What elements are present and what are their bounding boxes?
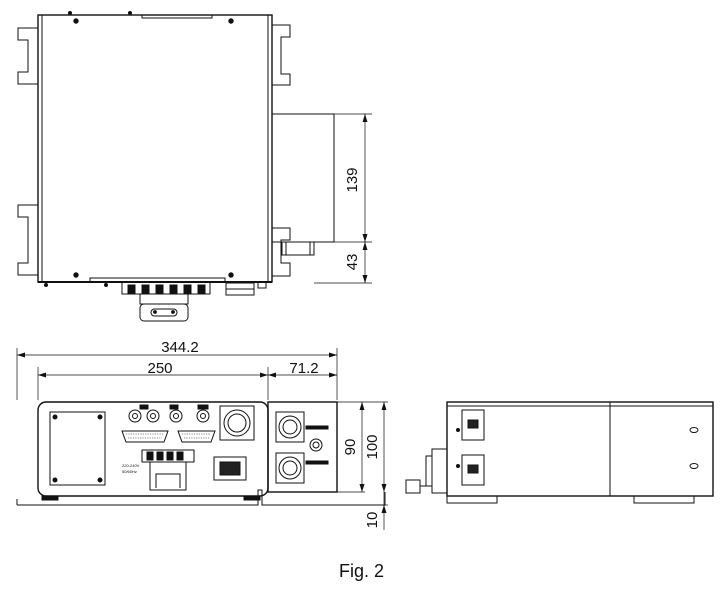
side-unit-connector: [281, 241, 315, 256]
front-view: 344.2 250 71.2: [16, 339, 388, 530]
dsub-connector-left: [121, 430, 169, 443]
cover-plate: [49, 411, 106, 486]
terminal: [183, 284, 192, 294]
screw: [52, 477, 58, 483]
main-front-panel: [37, 401, 269, 497]
screw: [104, 283, 108, 287]
terminal: [197, 284, 206, 294]
side-body: [446, 401, 714, 497]
freq-label: 50/60Hz: [122, 469, 137, 474]
dimension-139-label: 139: [344, 167, 361, 192]
dimension-arrows: [362, 114, 368, 283]
dimension-100-label: 100: [364, 434, 381, 459]
side-connector-small: [405, 479, 421, 494]
mount-bracket-right-top: [272, 24, 291, 86]
side-unit-top: [271, 113, 335, 243]
mount-bracket-left-top: [17, 27, 38, 85]
dimension-43-label: 43: [344, 254, 361, 271]
screw: [44, 283, 48, 287]
screw: [73, 18, 79, 24]
dimension-90-label: 90: [342, 439, 359, 456]
top-view: 139 43: [17, 11, 372, 322]
power-switch: [219, 461, 241, 476]
foot: [243, 495, 261, 501]
side-screw: [689, 463, 699, 469]
screw: [73, 272, 79, 278]
screw: [228, 272, 234, 278]
terminal: [141, 284, 150, 294]
screw: [128, 11, 132, 15]
side-bracket-upper: [461, 409, 485, 441]
terminal-cover-front: [149, 461, 187, 491]
screw: [68, 11, 72, 15]
screw: [97, 414, 103, 420]
small-part: [257, 281, 267, 289]
cable-entry: [155, 473, 181, 488]
port-flange-upper: [275, 411, 305, 443]
round-connector-flange: [219, 405, 255, 441]
side-bracket-lower: [461, 454, 485, 486]
dsub-connector-right: [177, 430, 216, 443]
dimension-10-label: 10: [364, 512, 381, 529]
round-connector-inner: [227, 413, 247, 433]
mount-bracket-right-bottom: [272, 227, 291, 277]
side-foot-left: [446, 495, 498, 504]
screw: [228, 18, 234, 24]
terminal: [169, 284, 178, 294]
dimension-250-label: 250: [147, 360, 172, 377]
port-flange-lower: [275, 452, 305, 484]
dimension-344-label: 344.2: [161, 339, 199, 356]
side-connector-block: [431, 448, 448, 494]
small-port: [309, 438, 323, 452]
screw: [171, 310, 175, 314]
top-rim: [141, 15, 213, 19]
terminal: [155, 284, 164, 294]
clamp-slot: [150, 308, 178, 317]
terminal-cover: [139, 293, 189, 305]
side-screw: [689, 427, 699, 433]
side-view: [405, 401, 714, 504]
mount-bracket-left-bottom: [17, 204, 38, 276]
side-unit-front: [267, 401, 338, 493]
main-body-top: [37, 14, 273, 283]
side-foot-right: [633, 495, 695, 504]
screw: [52, 414, 58, 420]
terminal: [127, 284, 136, 294]
power-label: 220-240V: [122, 463, 140, 468]
foot: [41, 495, 59, 501]
power-switch-housing: [213, 456, 247, 481]
dsub-pins: [126, 433, 164, 439]
dimension-71-label: 71.2: [289, 360, 318, 377]
side-connector: [425, 455, 433, 487]
dsub-pins: [182, 433, 211, 439]
bottom-rim: [89, 277, 226, 282]
round-connector: [223, 409, 251, 437]
screw: [153, 310, 157, 314]
bnc-connectors: [128, 404, 210, 423]
cable-clamp: [139, 303, 189, 322]
screw: [97, 477, 103, 483]
figure-caption: Fig. 2: [338, 561, 385, 581]
